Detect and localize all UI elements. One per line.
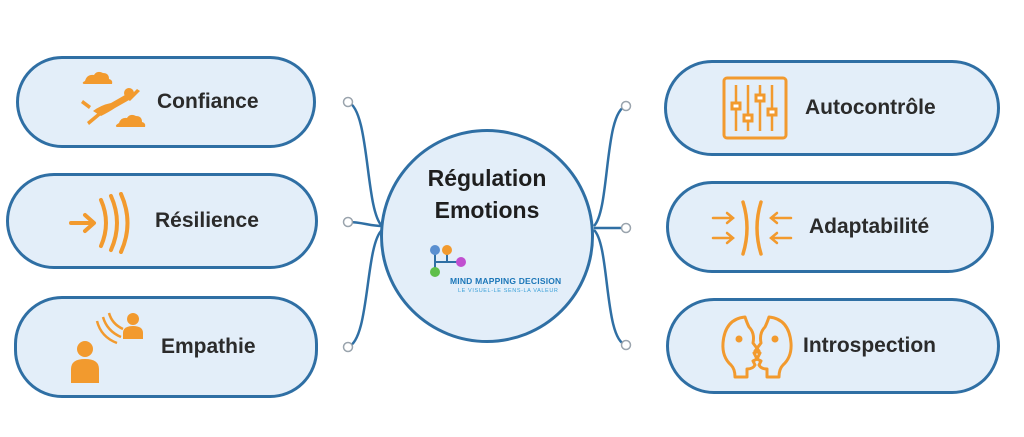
connector-dot <box>342 341 354 353</box>
pressure-arrows-icon <box>711 200 793 256</box>
brand-logo: MIND MAPPING DECISION LE VISUEL-LE SENS-… <box>425 240 565 300</box>
connector-empathie <box>347 229 383 349</box>
node-label: Empathie <box>161 335 256 358</box>
connector-autocontrole <box>592 104 627 227</box>
central-title-line2: Emotions <box>434 197 540 223</box>
node-resilience[interactable]: Résilience <box>6 173 318 269</box>
connector-confiance <box>347 100 383 227</box>
node-empathie[interactable]: Empathie <box>14 296 318 398</box>
node-label: Résilience <box>155 209 259 232</box>
skydiver-icon <box>81 71 146 127</box>
facing-heads-icon <box>721 315 793 379</box>
node-label: Confiance <box>157 90 259 113</box>
node-adaptabilite[interactable]: Adaptabilité <box>666 181 994 273</box>
node-autocontrole[interactable]: Autocontrôle <box>664 60 1000 156</box>
logo-tagline: LE VISUEL-LE SENS-LA VALEUR <box>458 288 559 294</box>
connector-dot <box>342 96 354 108</box>
connector-dot <box>620 339 632 351</box>
connector-dot <box>620 100 632 112</box>
node-label: Adaptabilité <box>809 215 930 238</box>
central-title-line1: Régulation <box>427 165 547 191</box>
logo-name: MIND MAPPING DECISION <box>450 276 562 286</box>
central-title: Régulation Emotions <box>383 162 591 226</box>
empathy-people-icon <box>71 312 143 383</box>
node-label: Introspection <box>803 334 937 357</box>
node-confiance[interactable]: Confiance <box>16 56 316 148</box>
rebound-arrow-icon <box>69 192 130 254</box>
sliders-icon <box>722 76 788 140</box>
connector-dot <box>620 222 632 234</box>
network-nodes-icon <box>430 245 466 277</box>
node-label: Autocontrôle <box>805 96 936 119</box>
central-topic[interactable]: Régulation Emotions MIND MAPPING DECISIO… <box>380 129 594 343</box>
node-introspection[interactable]: Introspection <box>666 298 1000 394</box>
connector-dot <box>342 216 354 228</box>
connector-introspection <box>593 229 627 347</box>
